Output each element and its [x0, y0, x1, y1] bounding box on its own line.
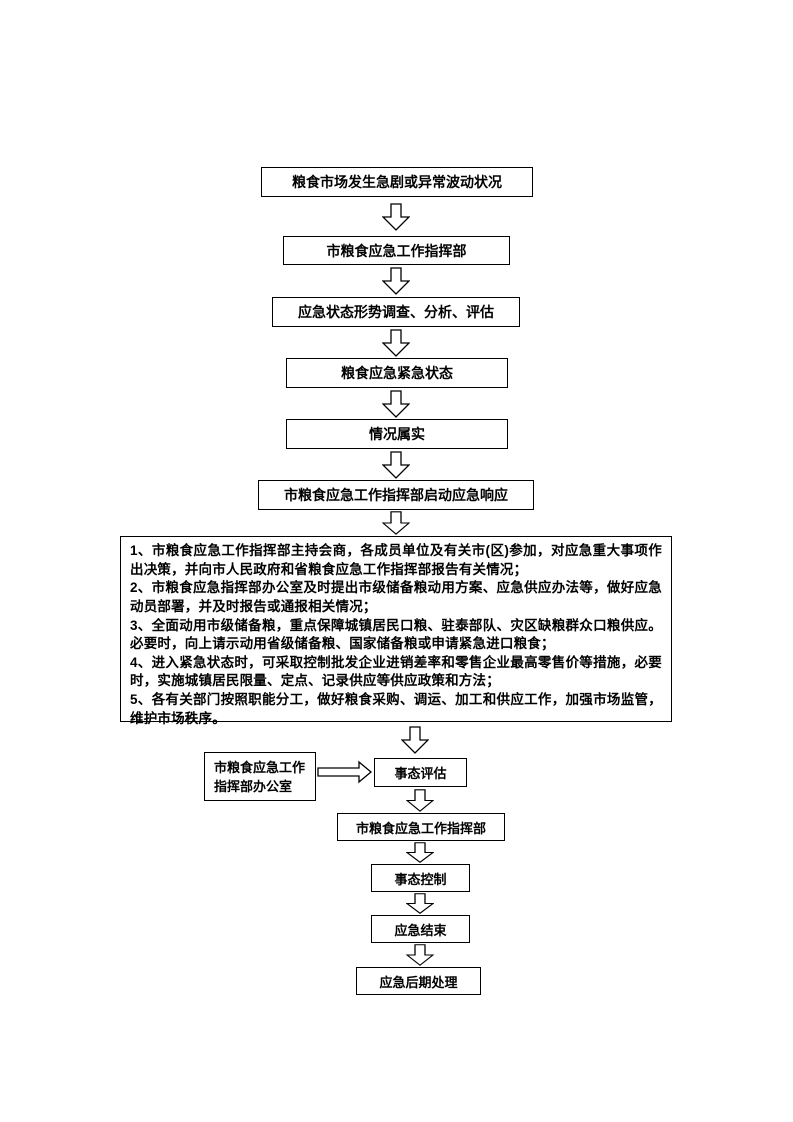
measure-item: 3、全面动用市级储备粮，重点保障城镇居民口粮、驻泰部队、灾区缺粮群众口粮供应。必…: [130, 617, 662, 652]
measure-item: 2、市粮食应急指挥部办公室及时提出市级储备粮动用方案、应急供应办法等，做好应急动…: [130, 580, 662, 614]
down-arrow-icon: [406, 944, 434, 966]
measure-item: 4、进入紧急状态时，可采取控制批发企业进销差率和零售企业最高零售价等措施，必要时…: [130, 654, 662, 689]
office-box: 市粮食应急工作 指挥部办公室: [204, 752, 316, 801]
flow-node-situation-evaluation: 事态评估: [374, 758, 467, 787]
office-box-line1: 市粮食应急工作: [214, 760, 306, 775]
flow-node-emergency-end: 应急结束: [371, 915, 470, 943]
down-arrow-icon: [382, 329, 410, 357]
flow-node-situation-assessment: 应急状态形势调查、分析、评估: [272, 297, 520, 327]
down-arrow-icon: [401, 726, 429, 754]
flow-node-post-emergency: 应急后期处理: [356, 967, 481, 995]
down-arrow-icon: [406, 842, 434, 863]
flow-node-emergency-state: 粮食应急紧急状态: [286, 358, 508, 388]
right-arrow-icon: [317, 760, 373, 784]
flow-node-activate-response: 市粮食应急工作指挥部启动应急响应: [258, 480, 534, 510]
down-arrow-icon: [382, 511, 410, 535]
measure-item: 1、市粮食应急工作指挥部主持会商，各成员单位及有关市(区)参加，对应急重大事项作…: [130, 543, 662, 577]
office-box-line2: 指挥部办公室: [214, 779, 293, 794]
measure-item: 5、各有关部门按照职能分工，做好粮食采购、调运、加工和供应工作，加强市场监管，维…: [130, 692, 662, 726]
down-arrow-icon: [406, 893, 434, 914]
flow-node-market-fluctuation: 粮食市场发生急剧或异常波动状况: [261, 167, 533, 197]
measures-box: 1、市粮食应急工作指挥部主持会商，各成员单位及有关市(区)参加，对应急重大事项作…: [120, 536, 672, 726]
flow-node-situation-control: 事态控制: [371, 864, 470, 892]
down-arrow-icon: [382, 267, 410, 295]
flow-node-command-center: 市粮食应急工作指挥部: [283, 236, 510, 265]
flow-node-situation-confirmed: 情况属实: [286, 419, 508, 449]
down-arrow-icon: [382, 203, 410, 231]
down-arrow-icon: [382, 390, 410, 418]
down-arrow-icon: [382, 451, 410, 479]
flow-node-command-center-2: 市粮食应急工作指挥部: [337, 813, 505, 841]
down-arrow-icon: [406, 789, 434, 812]
